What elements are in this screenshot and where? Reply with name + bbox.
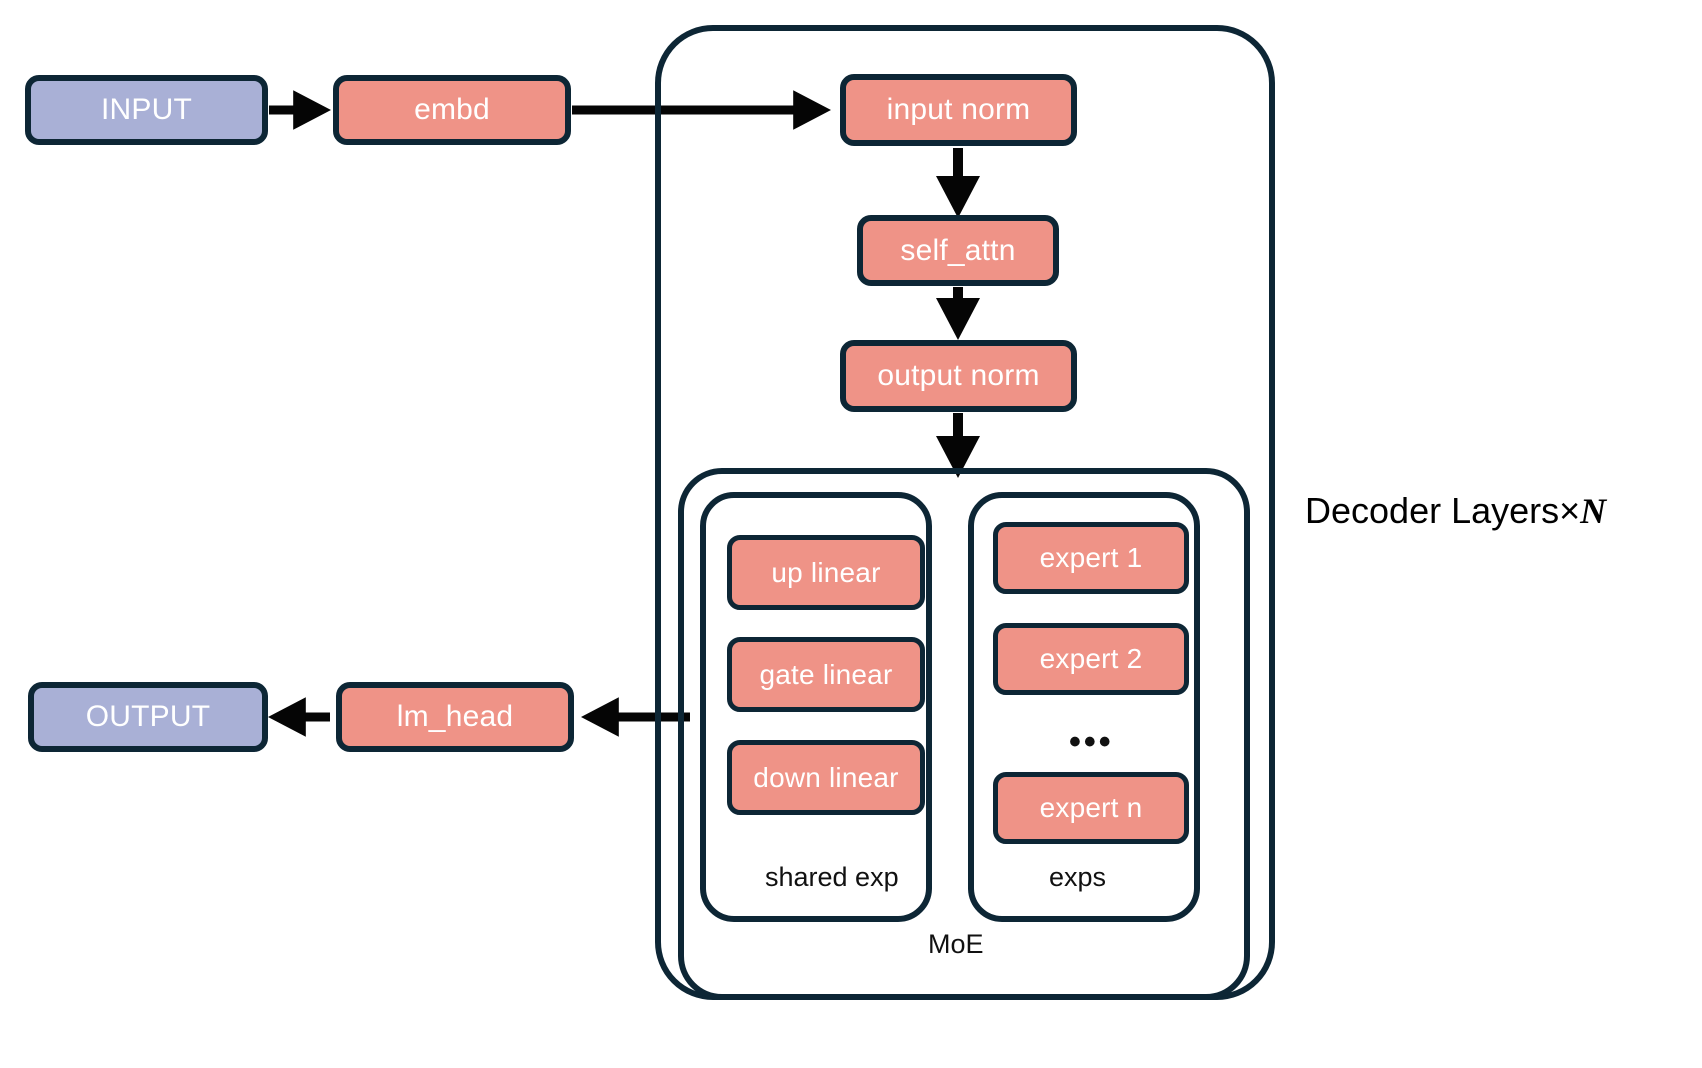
shared-exp-caption: shared exp xyxy=(765,862,899,892)
node-output-norm[interactable]: output norm xyxy=(840,340,1077,412)
node-expert-n[interactable]: expert n xyxy=(993,772,1189,844)
node-up-linear[interactable]: up linear xyxy=(727,535,925,610)
shared-expert-container xyxy=(700,492,932,922)
decoder-layers-title: Decoder Layers×N xyxy=(1305,490,1607,531)
decoder-layers-title-text: Decoder Layers× xyxy=(1305,490,1581,531)
node-gate-linear[interactable]: gate linear xyxy=(727,637,925,712)
node-input[interactable]: INPUT xyxy=(25,75,268,145)
decoder-layers-count-variable: N xyxy=(1580,491,1607,531)
experts-container xyxy=(968,492,1200,922)
experts-ellipsis-label: ••• xyxy=(1069,723,1114,761)
node-lm-head[interactable]: lm_head xyxy=(336,682,574,752)
node-output[interactable]: OUTPUT xyxy=(28,682,268,752)
node-input-norm[interactable]: input norm xyxy=(840,74,1077,146)
node-self-attn[interactable]: self_attn xyxy=(857,215,1059,286)
exps-caption: exps xyxy=(1049,862,1107,892)
node-embd[interactable]: embd xyxy=(333,75,571,145)
node-expert-1[interactable]: expert 1 xyxy=(993,522,1189,594)
moe-container xyxy=(678,468,1250,1000)
node-down-linear[interactable]: down linear xyxy=(727,740,925,815)
node-expert-2[interactable]: expert 2 xyxy=(993,623,1189,695)
moe-caption: MoE xyxy=(928,929,984,959)
